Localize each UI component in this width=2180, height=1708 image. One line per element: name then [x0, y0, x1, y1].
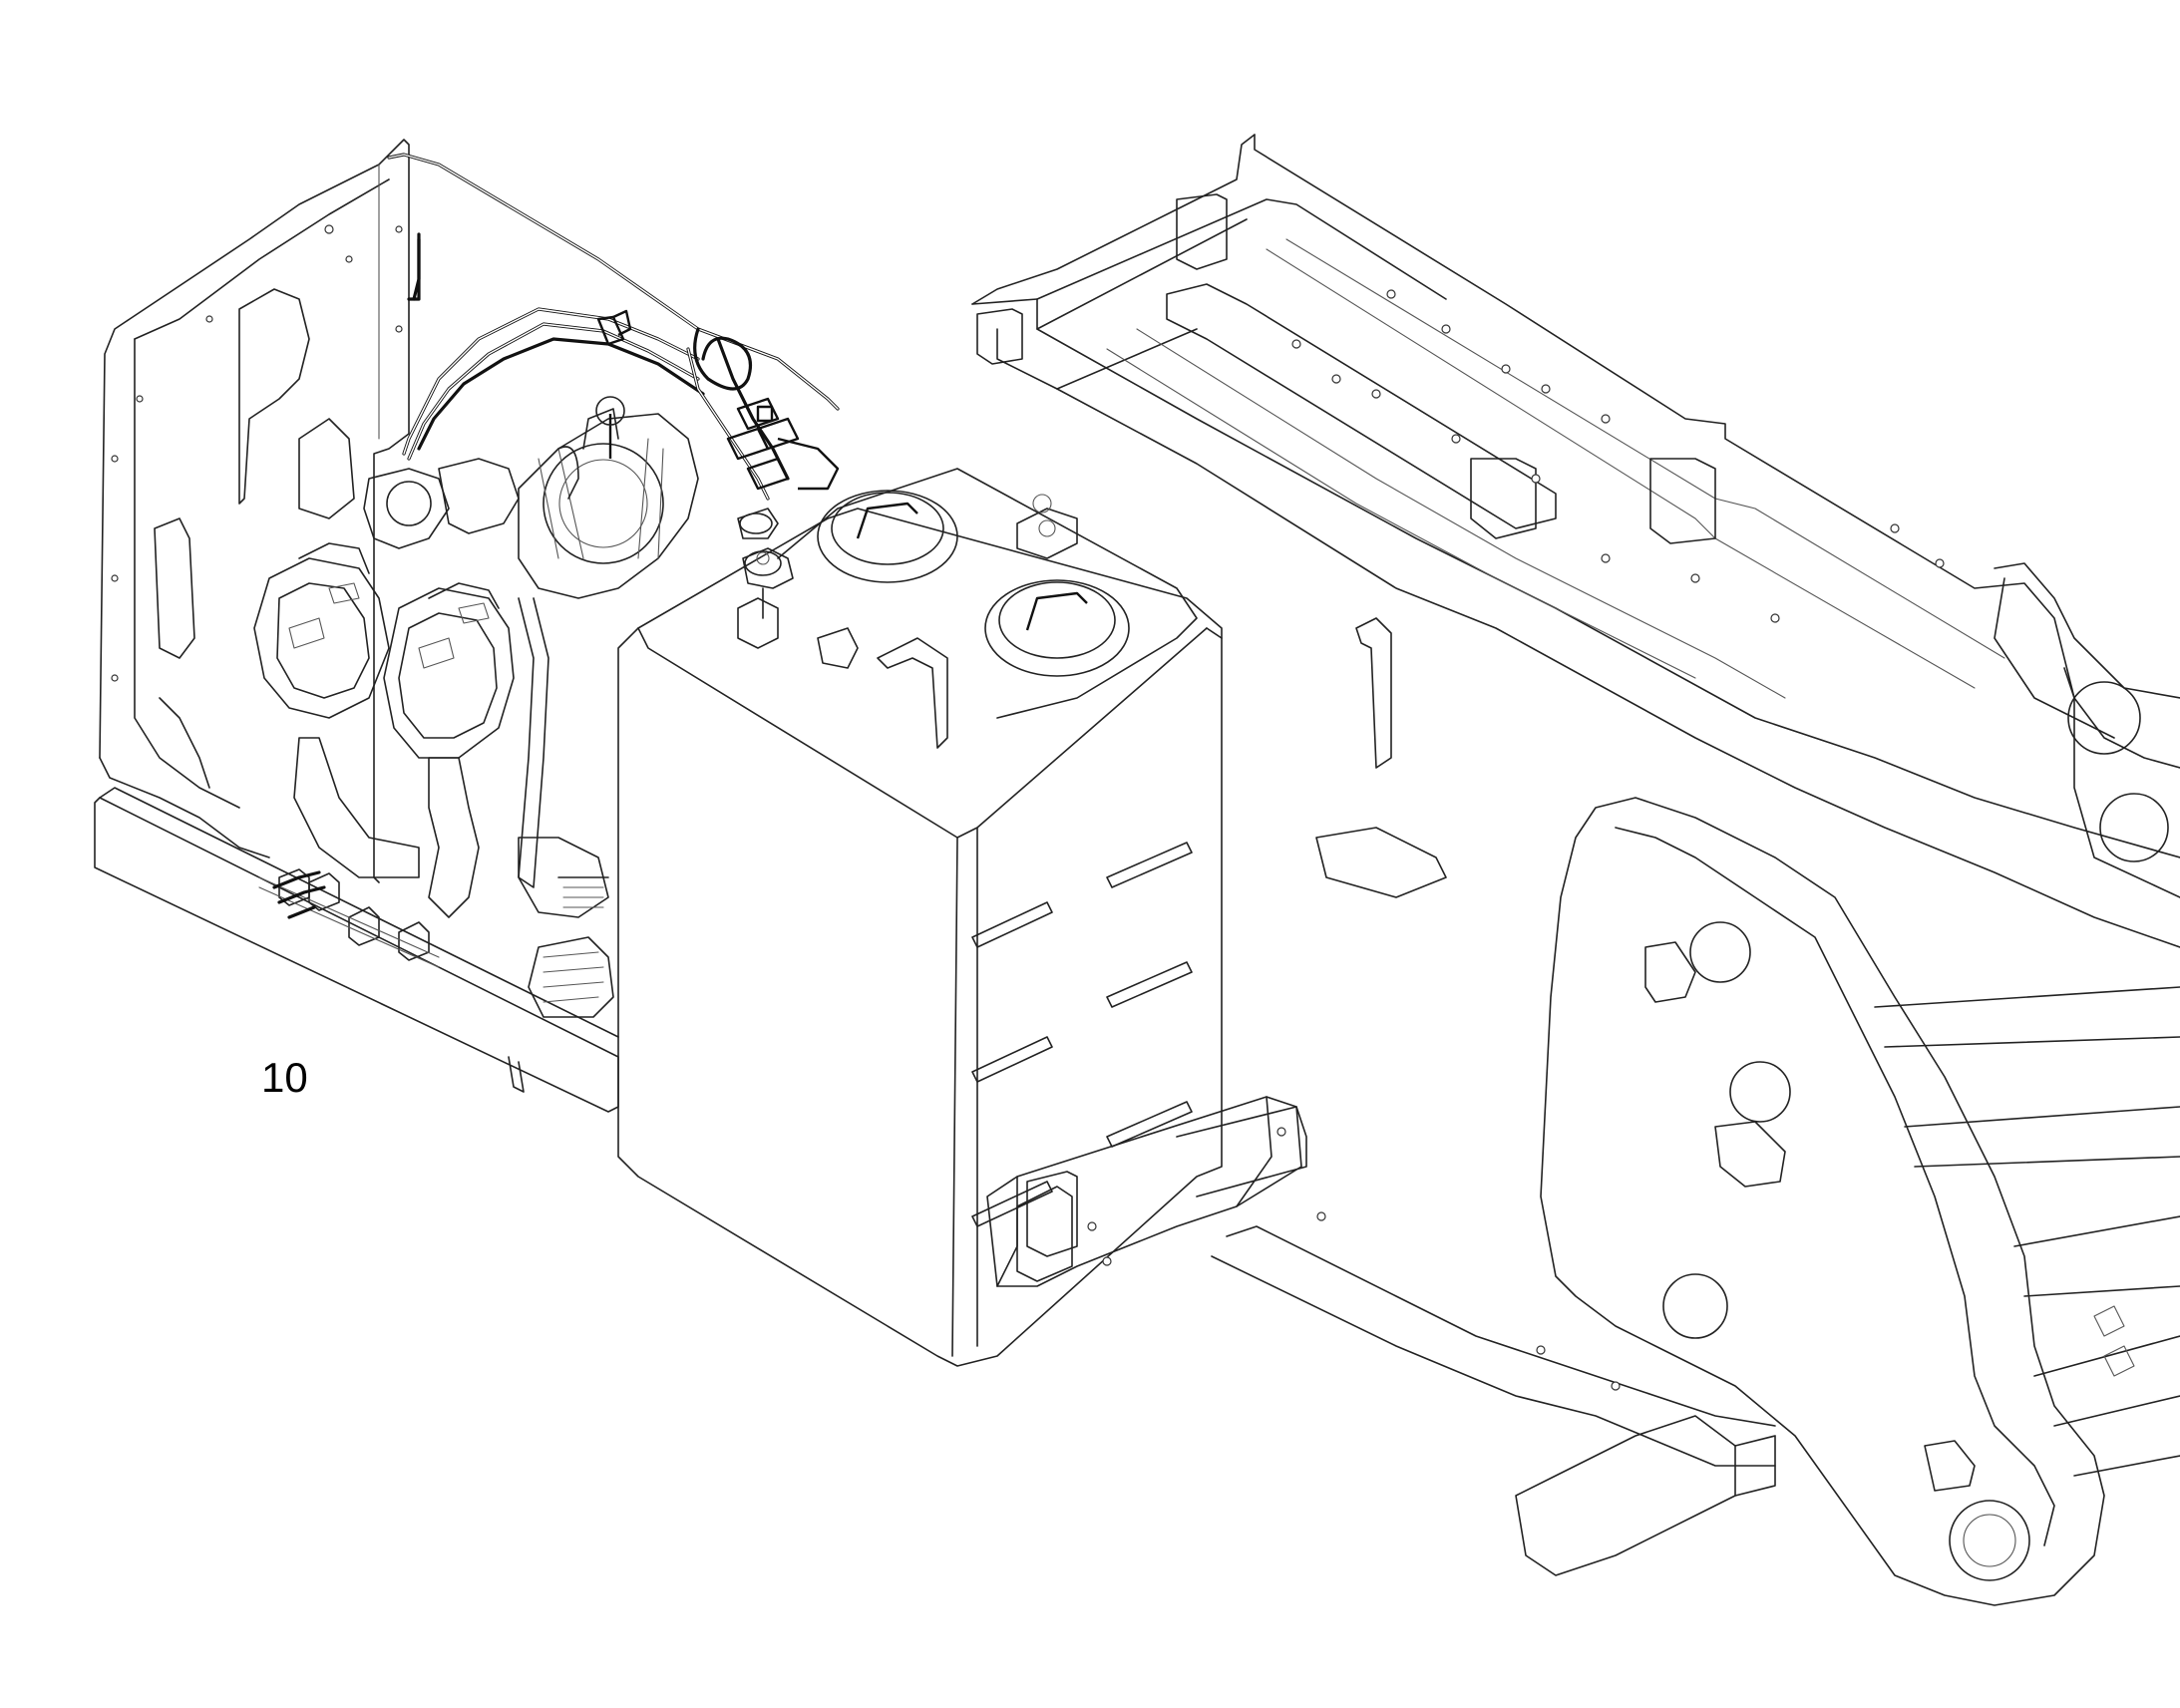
lift-arm-plate	[1540, 797, 2180, 1606]
lower-rail	[1211, 1225, 1776, 1576]
main-frame	[971, 134, 2180, 948]
left-side-panel	[94, 139, 619, 1113]
support-bracket	[986, 827, 1447, 1287]
frame-bolt-holes	[1291, 289, 1945, 623]
breather-fitting	[1016, 494, 1078, 559]
filler-cap-right	[984, 579, 1130, 677]
pump-assembly	[253, 396, 699, 1018]
return-filter	[737, 508, 859, 669]
hydraulic-tank	[617, 468, 1392, 1367]
callout-label-10: 10	[261, 1054, 308, 1101]
filler-cap-left	[817, 490, 958, 583]
hose-set-10	[272, 153, 840, 919]
